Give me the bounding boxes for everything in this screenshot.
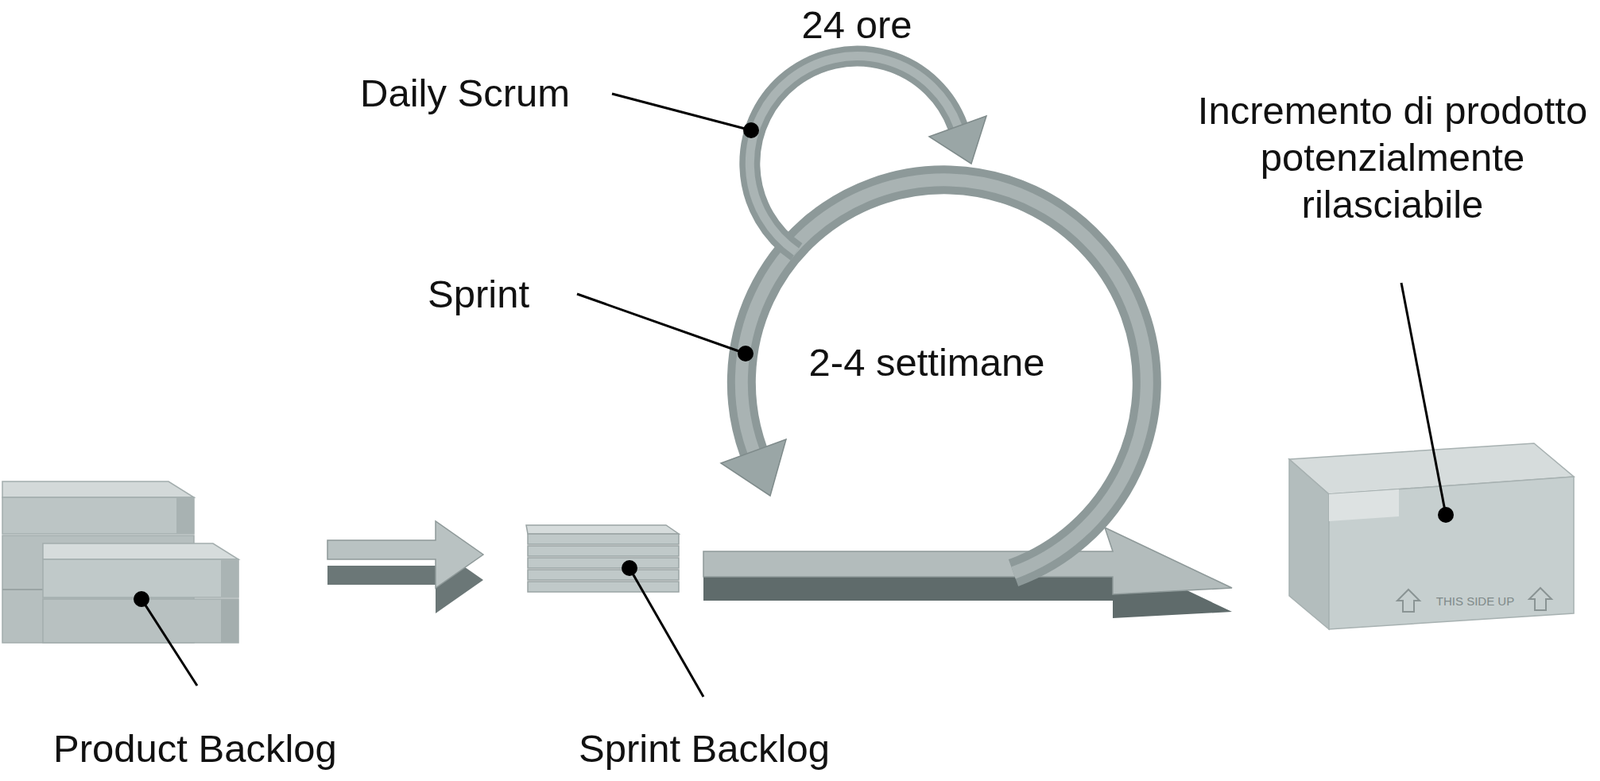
box-side	[220, 559, 239, 598]
leader-lines	[133, 93, 1454, 698]
slab-top	[526, 525, 679, 535]
band-plate	[703, 527, 1232, 595]
leader-dot	[133, 591, 150, 608]
sprint-band	[703, 527, 1232, 619]
box-marking: THIS SIDE UP	[1436, 594, 1515, 609]
up-arrow-icon	[1397, 589, 1420, 613]
slab	[527, 581, 679, 593]
loop-highlight	[749, 56, 958, 252]
leader-line	[1401, 282, 1446, 516]
leader-dot	[743, 122, 760, 139]
event-label: Sprint	[427, 271, 530, 318]
leader-line	[577, 294, 746, 354]
box-edge	[2, 588, 43, 591]
box-front	[2, 497, 194, 535]
leader-dot	[621, 560, 638, 577]
box-side	[1289, 459, 1329, 630]
box-top	[42, 543, 239, 560]
leader-line	[612, 93, 752, 131]
event-label: Daily Scrum	[360, 69, 570, 117]
artifact-label: Sprint Backlog	[578, 725, 830, 773]
increment-box	[1289, 443, 1574, 630]
daily-loop	[749, 56, 987, 252]
arrow-plate	[327, 521, 484, 589]
leader-dot	[737, 345, 754, 362]
leader-dot	[1437, 507, 1454, 524]
flat-arrow	[327, 521, 484, 614]
slab	[527, 534, 679, 545]
slab	[527, 557, 679, 569]
loop-band	[749, 56, 958, 252]
loop-arrowhead	[929, 116, 987, 164]
box-side	[176, 497, 194, 535]
sprint-backlog-stack	[526, 525, 679, 593]
leader-line	[141, 599, 198, 686]
up-arrow-icon	[1529, 588, 1552, 611]
loop-band	[741, 179, 1147, 574]
box-side	[220, 599, 239, 644]
duration-label: 2-4 settimane	[809, 339, 1046, 387]
box-front	[1328, 476, 1574, 630]
artifact-label: Incremento di prodotto potenzialmente ri…	[1189, 87, 1596, 228]
loop-arrowhead	[720, 439, 787, 496]
box-tape	[1328, 489, 1399, 522]
loop-highlight	[741, 179, 1147, 574]
duration-label: 24 ore	[801, 1, 913, 49]
artifact-label: Product Backlog	[53, 725, 338, 773]
leader-line	[629, 568, 704, 698]
slab	[527, 569, 679, 581]
slab	[527, 546, 679, 557]
box-top	[2, 481, 194, 498]
product-backlog-stack	[2, 481, 239, 644]
